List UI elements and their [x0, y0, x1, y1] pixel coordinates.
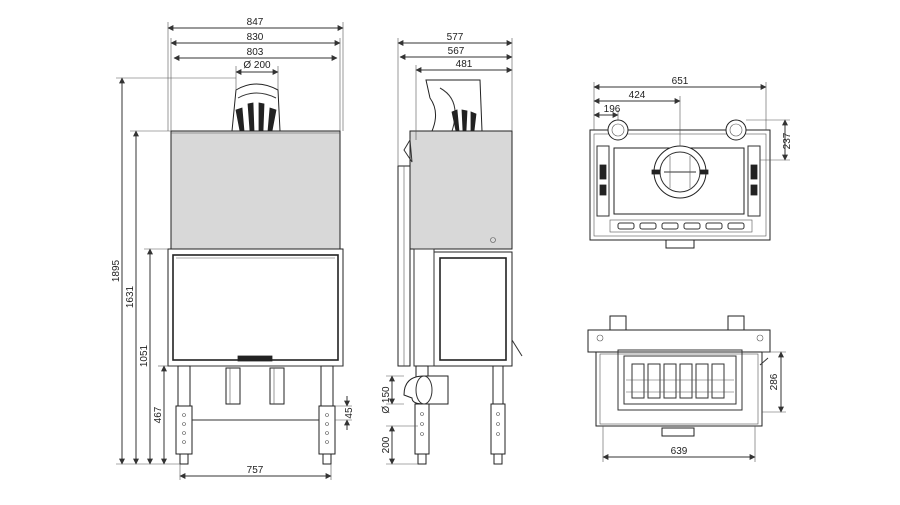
- front-legs: [175, 365, 336, 465]
- dim-1895: 1895: [111, 259, 122, 282]
- front-height-dimensions: 1895 1631 1051 467: [111, 77, 236, 465]
- bottom-dimensions: 286 639: [602, 351, 786, 462]
- side-air-inlet: [403, 375, 449, 405]
- dim-flue-200: Ø 200: [243, 60, 271, 71]
- top-center-flue: [651, 145, 709, 199]
- front-dim-757: 757: [179, 464, 332, 480]
- dim-651: 651: [672, 76, 689, 87]
- front-dim-45: 45: [335, 396, 355, 430]
- front-firebox-frame: [167, 248, 344, 367]
- side-top-dimensions: 577 567 481: [397, 32, 513, 166]
- top-dimensions: 651 424 196 237: [593, 76, 793, 161]
- dim-803: 803: [247, 47, 264, 58]
- side-glass-panel: [433, 251, 513, 367]
- dim-567: 567: [448, 46, 465, 57]
- front-flue-pipe: [231, 83, 281, 132]
- dim-286: 286: [769, 373, 780, 390]
- dim-847: 847: [247, 17, 264, 28]
- dim-424: 424: [629, 90, 646, 101]
- dim-200: 200: [381, 436, 392, 453]
- front-upper-casing: [170, 130, 341, 250]
- dim-flue-150: Ø 150: [381, 386, 392, 414]
- bottom-grate: [617, 349, 743, 411]
- dim-639: 639: [671, 446, 688, 457]
- dim-757: 757: [247, 465, 264, 476]
- side-flue-pipe: [425, 79, 483, 132]
- front-air-intakes: [225, 367, 285, 405]
- dim-577: 577: [447, 32, 464, 43]
- bottom-outer-frame: [587, 329, 771, 353]
- dim-467: 467: [153, 406, 164, 423]
- front-top-dimensions: 847 830 803 Ø 200: [167, 17, 344, 131]
- dim-830: 830: [247, 32, 264, 43]
- dim-1631: 1631: [125, 285, 136, 308]
- side-left-dimensions: Ø 150 200: [381, 375, 418, 465]
- dim-196: 196: [604, 104, 621, 115]
- top-view: 651 424 196 237: [589, 76, 793, 249]
- dim-1051: 1051: [139, 344, 150, 367]
- side-upper-casing: [409, 130, 513, 250]
- front-view: 847 830 803 Ø 200 1895 1631 1051: [111, 17, 355, 480]
- dim-481: 481: [456, 59, 473, 70]
- top-front-slots: [609, 219, 753, 233]
- side-view: 577 567 481 Ø 150 200: [381, 32, 523, 465]
- bottom-view: 286 639: [587, 315, 786, 462]
- dim-237: 237: [782, 132, 793, 149]
- dim-45: 45: [344, 407, 355, 419]
